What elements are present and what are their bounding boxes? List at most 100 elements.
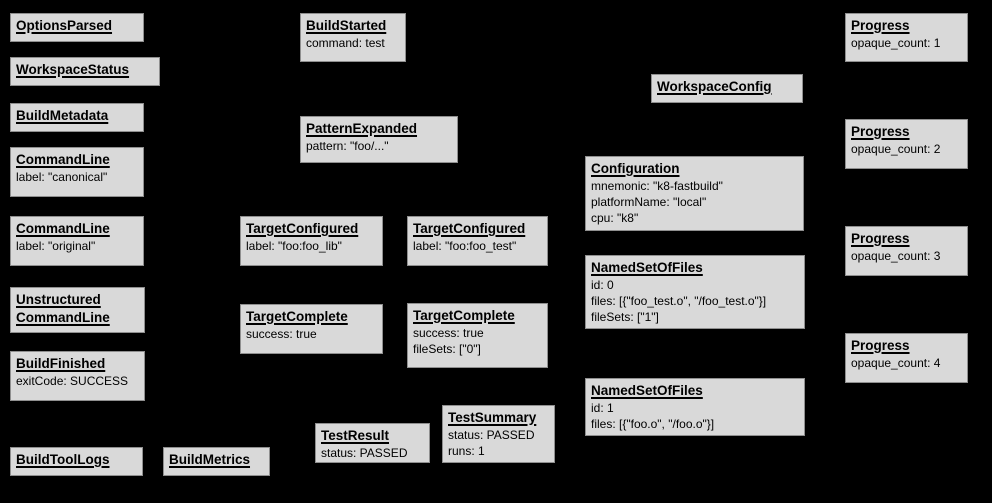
node-fields: opaque_count: 2: [851, 141, 962, 157]
event-node-target-complete-foo-test: TargetComplete success: true fileSets: ["…: [407, 303, 548, 368]
event-node-build-metrics: BuildMetrics: [163, 447, 270, 476]
node-title: Progress: [851, 17, 962, 35]
node-title-line: TestSummary: [448, 410, 537, 425]
node-fields: label: "foo:foo_lib": [246, 238, 377, 254]
node-title: WorkspaceStatus: [16, 61, 154, 79]
node-title: WorkspaceConfig: [657, 78, 797, 96]
node-field: label: "original": [16, 239, 96, 253]
node-fields: exitCode: SUCCESS: [16, 373, 139, 389]
node-title-line: Progress: [851, 124, 910, 139]
node-title-line: WorkspaceConfig: [657, 79, 772, 94]
node-fields: opaque_count: 4: [851, 355, 962, 371]
node-field: id: 0: [591, 278, 614, 292]
event-node-command-line-original: CommandLine label: "original": [10, 216, 144, 266]
node-fields: success: true fileSets: ["0"]: [413, 325, 542, 357]
node-title: TargetComplete: [246, 308, 377, 326]
node-title-line: TargetConfigured: [413, 221, 526, 236]
node-field: opaque_count: 2: [851, 142, 941, 156]
event-node-target-configured-foo-lib: TargetConfigured label: "foo:foo_lib": [240, 216, 383, 266]
node-fields: label: "canonical": [16, 169, 138, 185]
event-node-build-tool-logs: BuildToolLogs: [10, 447, 143, 476]
node-fields: mnemonic: "k8-fastbuild" platformName: "l…: [591, 178, 798, 226]
node-fields: command: test: [306, 35, 400, 51]
node-title: TargetComplete: [413, 307, 542, 325]
node-field: label: "foo:foo_lib": [246, 239, 342, 253]
node-title-line: TargetComplete: [246, 309, 348, 324]
node-title-line: NamedSetOfFiles: [591, 383, 703, 398]
node-title: TargetConfigured: [246, 220, 377, 238]
node-title-line: Progress: [851, 231, 910, 246]
node-field: files: [{"foo.o", "/foo.o"}]: [591, 417, 715, 431]
node-title-line: OptionsParsed: [16, 18, 113, 33]
node-title: TargetConfigured: [413, 220, 542, 238]
node-title: TestResult: [321, 427, 424, 445]
node-title: TestSummary: [448, 409, 549, 427]
node-field: opaque_count: 1: [851, 36, 941, 50]
event-node-progress-2: Progress opaque_count: 2: [845, 119, 968, 169]
node-field: opaque_count: 3: [851, 249, 941, 263]
node-field: command: test: [306, 36, 385, 50]
node-fields: label: "original": [16, 238, 138, 254]
node-title-line: BuildStarted: [306, 18, 387, 33]
node-title: Progress: [851, 123, 962, 141]
node-title: BuildFinished: [16, 355, 139, 373]
node-field: success: true: [413, 326, 484, 340]
node-title: NamedSetOfFiles: [591, 382, 799, 400]
event-node-command-line-canonical: CommandLine label: "canonical": [10, 147, 144, 197]
node-fields: id: 1 files: [{"foo.o", "/foo.o"}]: [591, 400, 799, 432]
node-title-line: CommandLine: [16, 152, 110, 167]
node-title: OptionsParsed: [16, 17, 138, 35]
node-title-line: BuildToolLogs: [16, 452, 110, 467]
event-node-progress-3: Progress opaque_count: 3: [845, 226, 968, 276]
node-field: fileSets: ["0"]: [413, 342, 481, 356]
node-title: BuildMetrics: [169, 451, 264, 469]
node-title: BuildMetadata: [16, 107, 138, 125]
event-node-build-started: BuildStarted command: test: [300, 13, 406, 62]
node-title-line: Progress: [851, 338, 910, 353]
node-field: opaque_count: 4: [851, 356, 941, 370]
node-title-line: TestResult: [321, 428, 390, 443]
event-node-build-finished: BuildFinished exitCode: SUCCESS: [10, 351, 145, 401]
node-fields: label: "foo:foo_test": [413, 238, 542, 254]
node-title-line: BuildMetrics: [169, 452, 251, 467]
event-node-options-parsed: OptionsParsed: [10, 13, 144, 42]
node-fields: opaque_count: 1: [851, 35, 962, 51]
event-node-workspace-config: WorkspaceConfig: [651, 74, 803, 103]
node-field: platformName: "local": [591, 195, 707, 209]
node-field: pattern: "foo/...": [306, 139, 389, 153]
node-title: CommandLine: [16, 220, 138, 238]
node-fields: pattern: "foo/...": [306, 138, 452, 154]
event-node-target-complete-foo-lib: TargetComplete success: true: [240, 304, 383, 354]
node-title-line: NamedSetOfFiles: [591, 260, 703, 275]
node-field: exitCode: SUCCESS: [16, 374, 129, 388]
node-fields: success: true: [246, 326, 377, 342]
node-title-line: BuildMetadata: [16, 108, 109, 123]
node-title-line: TargetConfigured: [246, 221, 359, 236]
node-title: PatternExpanded: [306, 120, 452, 138]
node-title-line: Progress: [851, 18, 910, 33]
event-node-pattern-expanded: PatternExpanded pattern: "foo/...": [300, 116, 458, 163]
node-title: BuildStarted: [306, 17, 400, 35]
node-field: fileSets: ["1"]: [591, 310, 659, 324]
node-title: CommandLine: [16, 151, 138, 169]
node-field: cpu: "k8": [591, 211, 639, 225]
node-title-line: CommandLine: [16, 221, 110, 236]
node-title-line: Configuration: [591, 161, 680, 176]
event-node-named-set-of-files-1: NamedSetOfFiles id: 1 files: [{"foo.o", "…: [585, 378, 805, 436]
node-field: label: "foo:foo_test": [413, 239, 517, 253]
event-node-progress-1: Progress opaque_count: 1: [845, 13, 968, 62]
node-title-line: TargetComplete: [413, 308, 515, 323]
node-title-line: Unstructured: [16, 292, 101, 307]
node-field: mnemonic: "k8-fastbuild": [591, 179, 723, 193]
node-fields: opaque_count: 3: [851, 248, 962, 264]
node-title-line: PatternExpanded: [306, 121, 418, 136]
event-node-workspace-status: WorkspaceStatus: [10, 57, 160, 86]
node-field: id: 1: [591, 401, 614, 415]
